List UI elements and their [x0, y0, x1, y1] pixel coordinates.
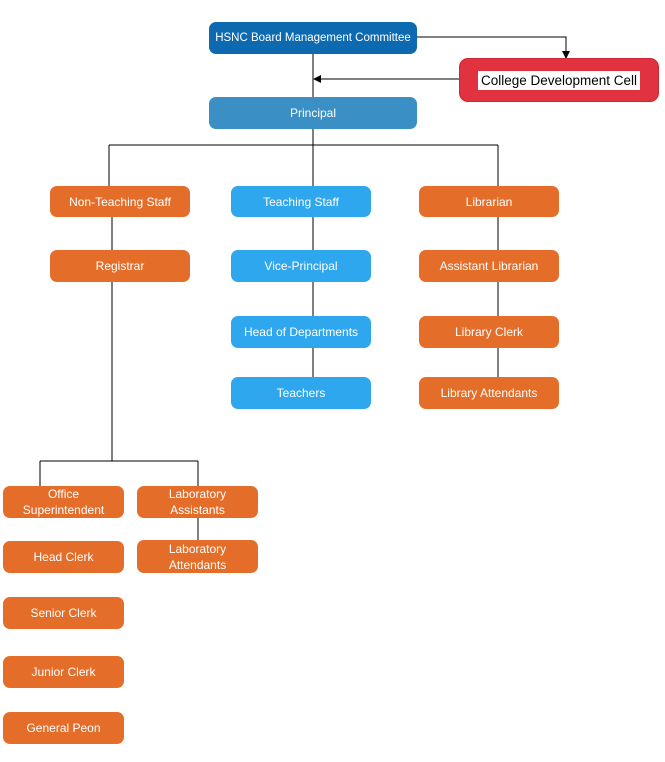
non-teaching-staff-box: Non-Teaching Staff [50, 186, 190, 217]
head-of-departments-box: Head of Departments [231, 316, 371, 348]
vice-principal-box: Vice-Principal [231, 250, 371, 282]
head-clerk-label: Head Clerk [33, 550, 94, 564]
library-clerk-label: Library Clerk [454, 325, 523, 339]
head-of-departments-label: Head of Departments [243, 325, 359, 339]
laboratory-assistants-box: Laboratory Assistants [137, 486, 258, 518]
board-committee-label: HSNC Board Management Committee [215, 32, 411, 44]
junior-clerk-label: Junior Clerk [31, 665, 96, 679]
general-peon-box: General Peon [3, 712, 124, 744]
registrar-label: Registrar [95, 259, 145, 273]
assistant-librarian-box: Assistant Librarian [419, 250, 559, 282]
teachers-box: Teachers [231, 377, 371, 409]
teaching-staff-label: Teaching Staff [263, 194, 339, 209]
general-peon-label: General Peon [26, 721, 101, 735]
librarian-label: Librarian [465, 194, 513, 209]
board-committee-box: HSNC Board Management Committee [209, 22, 417, 54]
laboratory-attendants-box: Laboratory Attendants [137, 540, 258, 573]
librarian-box: Librarian [419, 186, 559, 217]
junior-clerk-box: Junior Clerk [3, 656, 124, 688]
college-development-cell-label: College Development Cell [477, 70, 641, 90]
library-attendants-box: Library Attendants [419, 377, 559, 409]
library-clerk-box: Library Clerk [419, 316, 559, 348]
teachers-label: Teachers [276, 386, 326, 400]
senior-clerk-box: Senior Clerk [3, 597, 124, 629]
principal-label: Principal [289, 106, 337, 120]
head-clerk-box: Head Clerk [3, 541, 124, 573]
library-attendants-label: Library Attendants [440, 386, 538, 400]
senior-clerk-label: Senior Clerk [30, 606, 97, 620]
vice-principal-label: Vice-Principal [264, 259, 338, 273]
office-superintendent-box: Office Superintendent [3, 486, 124, 518]
office-superintendent-label: Office Superintendent [22, 487, 105, 517]
college-development-cell-box: College Development Cell [459, 58, 659, 102]
laboratory-assistants-label: Laboratory Assistants [168, 487, 227, 517]
registrar-box: Registrar [50, 250, 190, 282]
laboratory-attendants-label: Laboratory Attendants [168, 541, 227, 572]
non-teaching-staff-label: Non-Teaching Staff [69, 194, 171, 209]
assistant-librarian-label: Assistant Librarian [439, 259, 539, 273]
principal-box: Principal [209, 97, 417, 129]
teaching-staff-box: Teaching Staff [231, 186, 371, 217]
